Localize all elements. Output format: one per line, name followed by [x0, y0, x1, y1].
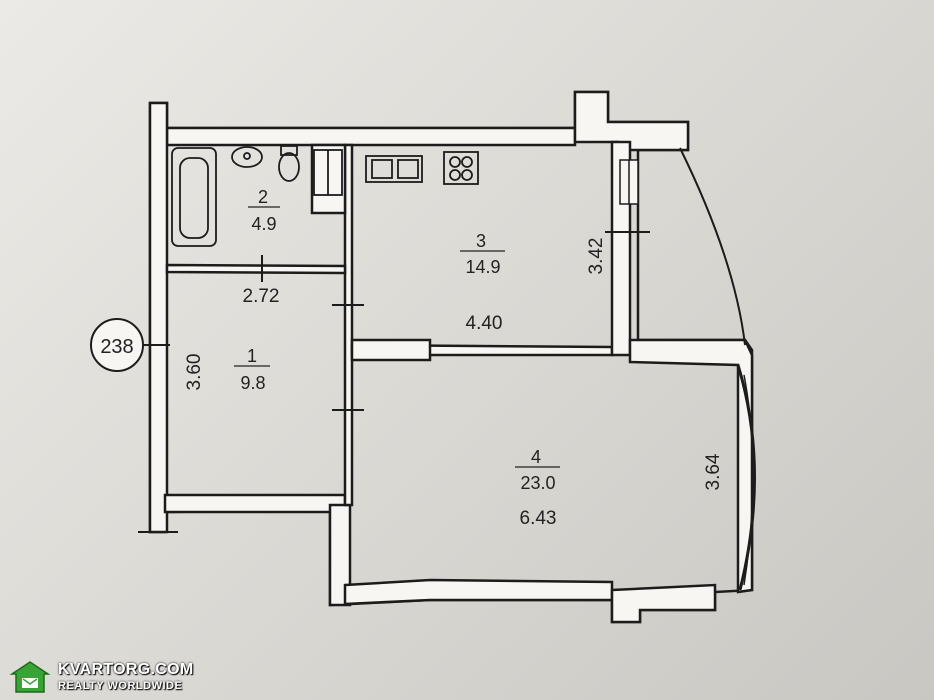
- room-labels: 2 4.9 3 14.9 1 9.8 4 23.0: [234, 187, 560, 493]
- watermark-tagline: REALTY WORLDWIDE: [58, 680, 183, 692]
- room-2-area: 4.9: [251, 214, 276, 234]
- fixtures: [171, 145, 479, 247]
- dimension-labels: 2.72 4.40 6.43 3.60 3.42 3.64: [184, 238, 724, 529]
- bay-window-curve-inner: [743, 374, 754, 586]
- walls: [148, 90, 754, 624]
- room-4-number: 4: [531, 447, 541, 467]
- room-3-area: 14.9: [465, 257, 500, 277]
- wall-bottom: [343, 578, 614, 606]
- room-3-number: 3: [476, 231, 486, 251]
- stove-icon: [443, 151, 479, 185]
- bay-window-curve: [736, 364, 756, 591]
- bathtub-icon: [171, 147, 217, 247]
- room-4-area: 23.0: [520, 473, 555, 493]
- kitchen-window: [619, 159, 639, 205]
- kitchen-sink-icon: [365, 155, 423, 183]
- dim-kitchen-width: 4.40: [466, 313, 503, 334]
- room-1-number: 1: [247, 346, 257, 366]
- wall-partition-stub: [350, 338, 432, 362]
- wall-top-right: [573, 90, 690, 152]
- wall-mid-vertical: [343, 143, 354, 507]
- dim-living-length: 3.64: [703, 453, 724, 490]
- watermark-site: KVARTORG.COM: [58, 661, 194, 678]
- dimension-ticks: [135, 231, 650, 533]
- dim-living-width: 6.43: [520, 508, 557, 529]
- wall-bottom-right: [610, 583, 717, 624]
- wall-top: [165, 126, 577, 147]
- room-1-area: 9.8: [240, 373, 265, 393]
- building-number: 238: [100, 336, 133, 358]
- watermark: KVARTORG.COM REALTY WORLDWIDE: [8, 660, 193, 694]
- dim-corridor-width: 2.72: [243, 286, 280, 307]
- wall-bottom-left: [163, 493, 347, 514]
- toilet-icon: [278, 152, 300, 182]
- building-marker: [90, 318, 144, 372]
- wall-balcony: [628, 338, 754, 594]
- wall-left: [148, 101, 169, 534]
- house-logo-icon: [9, 661, 51, 693]
- wall-bathroom-bottom: [165, 263, 347, 275]
- balcony-curve: [679, 147, 746, 346]
- dim-kitchen-length: 3.42: [586, 238, 607, 275]
- room-2-number: 2: [258, 187, 268, 207]
- dim-room1-length: 3.60: [184, 354, 205, 391]
- sink-icon: [231, 146, 263, 168]
